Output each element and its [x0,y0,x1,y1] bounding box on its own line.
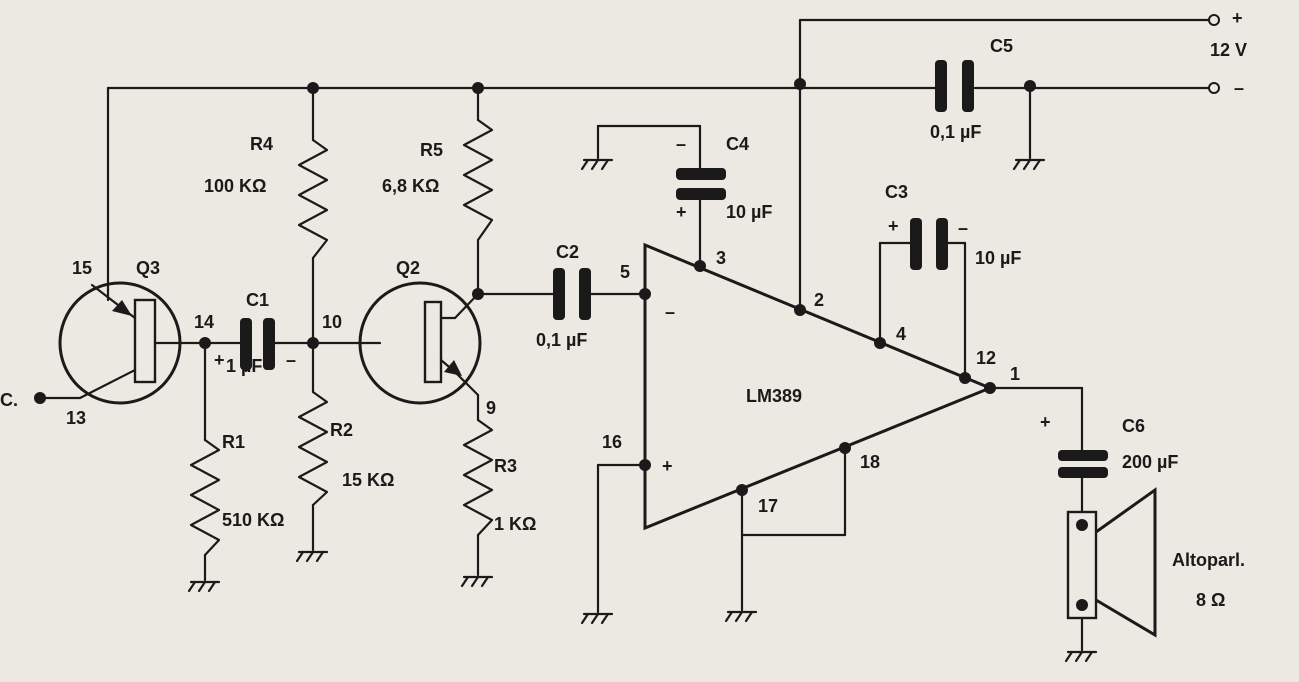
label-r2-value: 15 KΩ [342,470,394,490]
pin-18: 18 [860,452,880,472]
supply-plus: + [1232,8,1243,28]
label-input: C. [0,390,18,410]
ic-plus-input: + [662,456,673,476]
pin-9: 9 [486,398,496,418]
label-c1: C1 [246,290,269,310]
supply-terminals [1208,14,1220,94]
pin-10: 10 [322,312,342,332]
pin-1: 1 [1010,364,1020,384]
label-speaker-value: 8 Ω [1196,590,1225,610]
c3-minus: – [958,218,968,238]
label-c4: C4 [726,134,749,154]
wires [38,18,1212,652]
label-c3-value: 10 µF [975,248,1021,268]
label-ic: LM389 [746,386,802,406]
label-r3-value: 1 KΩ [494,514,536,534]
label-r4: R4 [250,134,273,154]
c6-plus: + [1040,412,1051,432]
pin-5: 5 [620,262,630,282]
label-r2: R2 [330,420,353,440]
label-r1: R1 [222,432,245,452]
label-r1-value: 510 KΩ [222,510,284,530]
label-r4-value: 100 KΩ [204,176,266,196]
label-r3: R3 [494,456,517,476]
capacitor-c6 [1058,450,1108,478]
label-c4-value: 10 µF [726,202,772,222]
capacitor-c5 [935,60,974,112]
resistor-r5 [462,118,494,242]
capacitor-c2 [553,268,591,320]
resistor-r2 [297,390,329,507]
c1-plus: + [214,350,225,370]
c1-minus: – [286,350,296,370]
pin-15: 15 [72,258,92,278]
label-c5: C5 [990,36,1013,56]
pin-4: 4 [896,324,906,344]
pin-16: 16 [602,432,622,452]
labels: Q3 Q2 R4 100 KΩ R5 6,8 KΩ R1 510 KΩ R2 1… [0,8,1247,610]
ground-symbols [187,158,1098,663]
resistor-r4 [297,138,329,260]
resistor-r3 [462,418,494,537]
label-q2: Q2 [396,258,420,278]
label-c2: C2 [556,242,579,262]
capacitor-c4 [676,168,726,200]
label-c6: C6 [1122,416,1145,436]
capacitor-c1 [240,318,275,370]
ic-minus-input: – [665,302,675,322]
c4-minus: – [676,134,686,154]
speaker [1066,487,1157,638]
c4-plus: + [676,202,687,222]
lm389-amplifier [643,242,994,531]
label-c1-value: 1 µF [226,356,262,376]
pin-2: 2 [814,290,824,310]
pin-17: 17 [758,496,778,516]
pin-12: 12 [976,348,996,368]
label-c5-value: 0,1 µF [930,122,981,142]
supply-minus: – [1234,78,1244,98]
transistor-q2 [358,281,482,405]
capacitor-c3 [910,218,948,270]
pin-14: 14 [194,312,214,332]
label-r5: R5 [420,140,443,160]
label-c2-value: 0,1 µF [536,330,587,350]
resistor-r1 [189,438,221,557]
c3-plus: + [888,216,899,236]
label-speaker: Altoparl. [1172,550,1245,570]
junction-dots [34,78,1036,496]
label-c6-value: 200 µF [1122,452,1178,472]
pin-3: 3 [716,248,726,268]
label-q3: Q3 [136,258,160,278]
label-supply: 12 V [1210,40,1247,60]
transistor-q3 [58,281,182,405]
label-r5-value: 6,8 KΩ [382,176,439,196]
pin-13: 13 [66,408,86,428]
label-c3: C3 [885,182,908,202]
